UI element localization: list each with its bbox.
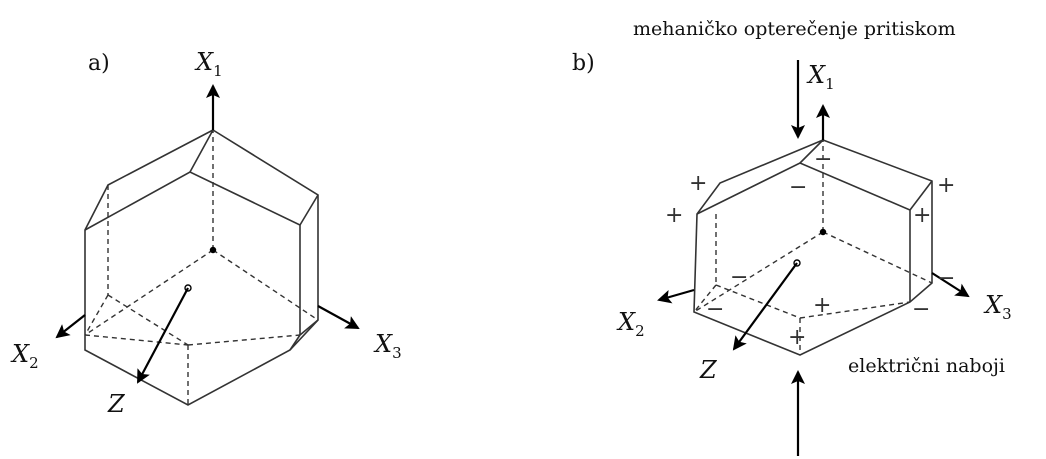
panel-a-hidden-edges	[84, 130, 319, 405]
charge-signs: + + + + + + − − − − − −	[665, 147, 955, 350]
panel-a-z-label: Z	[107, 390, 126, 418]
charge-plus: +	[689, 171, 707, 196]
panel-b-hidden-edges	[693, 140, 933, 355]
charge-plus: +	[913, 203, 931, 228]
charge-plus: +	[813, 293, 831, 318]
charge-minus: −	[730, 265, 748, 290]
panel-b-z-label: Z	[699, 356, 718, 384]
panel-a-x2-axis	[55, 314, 86, 339]
panel-a-x1-label: X1	[194, 48, 223, 80]
panel-a-x3-axis	[317, 305, 360, 329]
charge-plus: +	[665, 203, 683, 228]
panel-b-z-axis	[732, 262, 798, 351]
charge-plus: +	[788, 325, 806, 350]
panel-a-visible-edges	[84, 129, 319, 406]
panel-a-center-point	[209, 246, 217, 254]
charge-minus: −	[814, 147, 832, 172]
panel-b: b) mehaničko opterečenje pritiskom elekt…	[572, 18, 1012, 456]
panel-a: a) X1 X2 X3	[10, 48, 402, 418]
panel-b-visible-edges	[693, 139, 933, 356]
panel-b-x1-label: X1	[806, 61, 835, 93]
panel-a-x2-label: X2	[10, 340, 39, 372]
panel-b-x3-axis	[931, 272, 970, 298]
charge-minus: −	[937, 266, 955, 291]
panel-b-label: b)	[572, 51, 595, 76]
load-caption: mehaničko opterečenje pritiskom	[633, 18, 956, 40]
panel-a-z-axis	[137, 287, 189, 384]
charge-minus: −	[912, 297, 930, 322]
charge-minus: −	[789, 175, 807, 200]
charge-minus: −	[706, 297, 724, 322]
panel-b-x2-label: X2	[616, 308, 645, 340]
charges-caption: električni naboji	[848, 355, 1005, 377]
panel-b-center-point	[819, 228, 827, 236]
panel-b-x3-label: X3	[983, 291, 1012, 323]
charge-plus: +	[937, 173, 955, 198]
panel-a-label: a)	[88, 51, 110, 76]
panel-b-x2-axis	[657, 288, 695, 304]
panel-a-x3-label: X3	[373, 330, 402, 362]
